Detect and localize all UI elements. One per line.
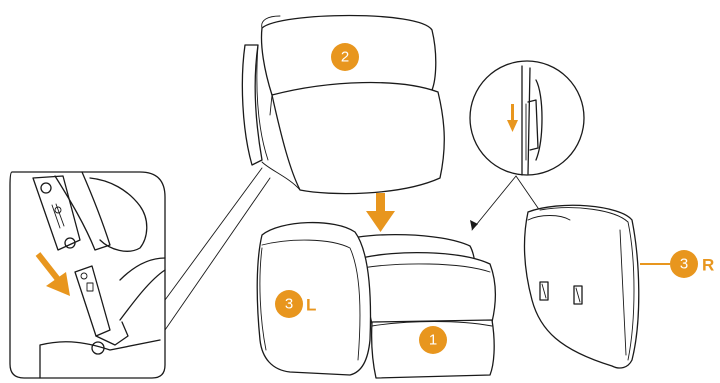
svg-text:3: 3	[680, 256, 688, 273]
down-arrow-icon	[366, 193, 395, 232]
step-badge-back: 2	[331, 43, 359, 71]
step-badge-left-arm: 3 L	[275, 290, 316, 318]
backrest	[241, 14, 445, 195]
svg-text:2: 2	[341, 49, 349, 66]
svg-text:R: R	[702, 256, 714, 275]
step-badge-seat: 1	[419, 326, 447, 354]
svg-text:L: L	[306, 296, 316, 315]
right-arm	[523, 204, 640, 369]
callout-line	[164, 167, 271, 331]
step-badge-right-arm: 3 R	[640, 250, 714, 278]
bracket-detail-inset	[9, 167, 271, 379]
down-arrow-icon	[507, 104, 518, 132]
down-arrow-icon	[35, 252, 70, 296]
svg-text:3: 3	[285, 296, 293, 313]
recliner-seat	[256, 221, 497, 379]
svg-text:1: 1	[429, 332, 437, 349]
zoom-detail-circle	[469, 60, 585, 241]
